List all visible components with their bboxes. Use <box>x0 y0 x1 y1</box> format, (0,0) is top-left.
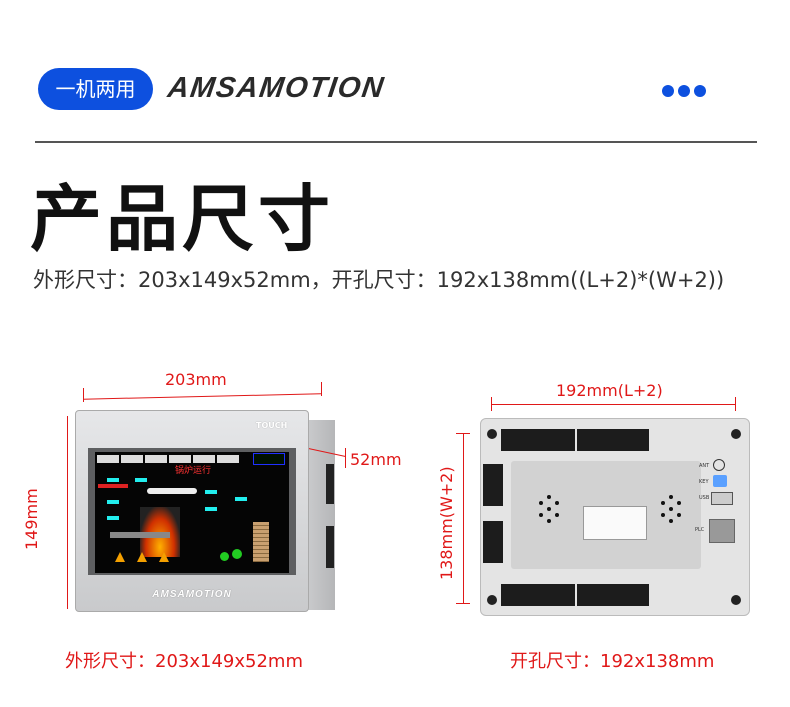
brand-logo: AMSAMOTION <box>165 72 387 104</box>
touch-logo: TOUCH <box>256 421 288 430</box>
height-label: 149mm <box>22 488 41 550</box>
dimension-tick <box>321 382 322 396</box>
width-dimension-line <box>83 393 321 400</box>
width-label: 203mm <box>165 370 227 389</box>
key-label: KEY <box>699 479 709 485</box>
back-caption: 开孔尺寸：192x138mm <box>510 651 715 672</box>
divider <box>35 141 757 143</box>
hmi-back-panel: ANT KEY USB PLC <box>480 418 750 616</box>
ethernet-port <box>709 519 735 543</box>
depth-label: 52mm <box>350 450 402 469</box>
dimension-tick <box>345 448 346 468</box>
cutout-height-line <box>463 433 464 603</box>
chimney <box>253 522 269 562</box>
cutout-width-label: 192mm(L+2) <box>556 381 663 400</box>
front-caption: 外形尺寸：203x149x52mm <box>65 651 303 672</box>
back-cover <box>511 461 701 569</box>
front-brand: AMSAMOTION <box>152 589 232 600</box>
key-button <box>713 475 727 487</box>
height-dimension-line <box>67 416 68 609</box>
ant-label: ANT <box>699 463 710 469</box>
usb-port <box>711 492 733 505</box>
size-spec: 外形尺寸：203x149x52mm，开孔尺寸：192x138mm((L+2)*(… <box>33 268 725 292</box>
usb-label: USB <box>699 495 710 501</box>
dimension-tick <box>83 388 84 402</box>
ellipsis-icon[interactable] <box>662 85 706 97</box>
product-label <box>583 506 647 540</box>
plc-label: PLC <box>695 527 705 533</box>
hmi-screen: 锅炉运行 <box>95 452 289 573</box>
dual-use-badge: 一机两用 <box>38 68 153 110</box>
clock-display <box>253 453 285 465</box>
antenna-port <box>713 459 725 471</box>
screen-title: 锅炉运行 <box>175 466 212 476</box>
cutout-height-label: 138mm(W+2) <box>437 466 456 580</box>
cutout-width-line <box>491 404 735 405</box>
page-title: 产品尺寸 <box>30 177 335 261</box>
